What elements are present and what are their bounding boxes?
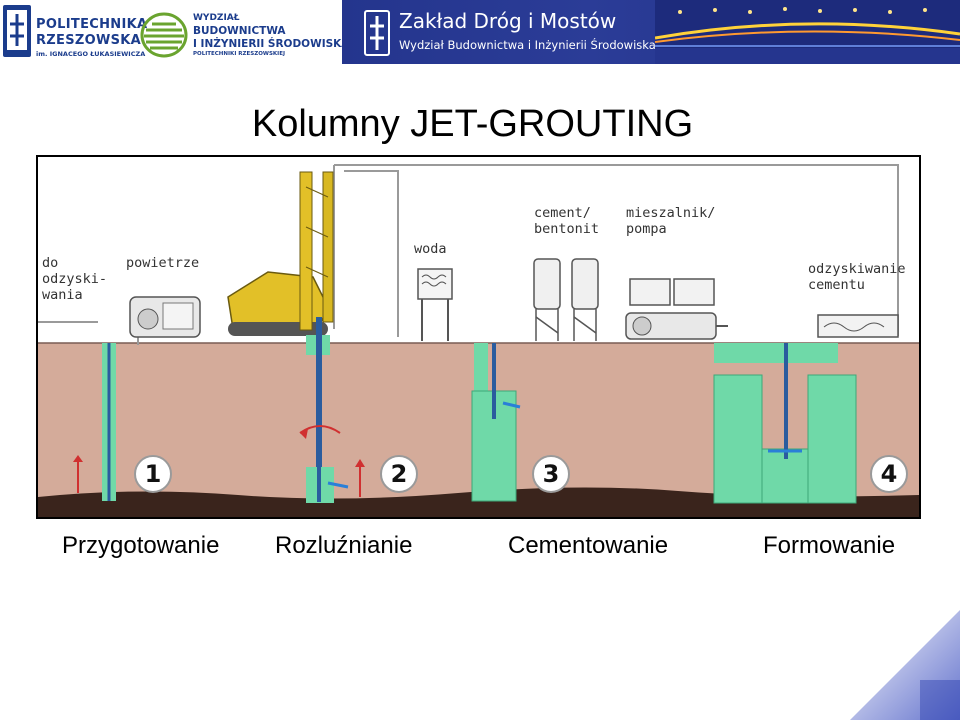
drill-rig bbox=[227, 171, 334, 336]
bridge-lights-icon bbox=[655, 0, 960, 64]
label-do-odzyskiwania: do odzyski- wania bbox=[42, 255, 108, 303]
slide-title: Kolumny JET-GROUTING bbox=[251, 103, 694, 145]
faculty-name-line4: POLITECHNIKI RZESZOWSKIEJ bbox=[193, 51, 286, 57]
label-powietrze: powietrze bbox=[126, 255, 200, 271]
faculty-logo-icon bbox=[140, 12, 188, 58]
department-crest-icon bbox=[364, 10, 390, 56]
banner-subtitle: Wydział Budownictwa i Inżynierii Środowi… bbox=[399, 38, 656, 52]
label-odzyskiwanie-cementu: odzyskiwanie cementu bbox=[808, 261, 906, 293]
university-name-line2: RZESZOWSKA bbox=[36, 33, 141, 48]
university-crest-icon bbox=[3, 5, 31, 57]
diagram-illustration bbox=[38, 164, 919, 517]
step-number-1: 1 bbox=[134, 455, 172, 493]
header-logos bbox=[0, 0, 342, 64]
caption-formowanie: Formowanie bbox=[763, 532, 896, 559]
jet-grouting-diagram: do odzyski- wania powietrze woda cement/… bbox=[36, 155, 921, 519]
banner-title: Zakład Dróg i Mostów bbox=[399, 9, 617, 33]
label-cement-bentonit: cement/ bentonit bbox=[534, 205, 600, 237]
caption-rozluznianie: Rozluźnianie bbox=[275, 532, 413, 559]
faculty-name-line3: I INŻYNIERII ŚRODOWISKA bbox=[193, 38, 350, 50]
faculty-name-line2: BUDOWNICTWA bbox=[193, 25, 286, 37]
caption-przygotowanie: Przygotowanie bbox=[62, 532, 220, 559]
label-woda: woda bbox=[414, 241, 447, 257]
university-name-line3: im. IGNACEGO ŁUKASIEWICZA bbox=[36, 50, 146, 58]
corner-decoration bbox=[850, 610, 960, 720]
faculty-name-line1: WYDZIAŁ bbox=[193, 13, 240, 23]
step-number-2: 2 bbox=[380, 455, 418, 493]
university-name-line1: POLITECHNIKA bbox=[36, 17, 148, 32]
caption-cementowanie: Cementowanie bbox=[508, 532, 669, 559]
label-mieszalnik-pompa: mieszalnik/ pompa bbox=[626, 205, 716, 237]
step-number-4: 4 bbox=[870, 455, 908, 493]
step-number-3: 3 bbox=[532, 455, 570, 493]
